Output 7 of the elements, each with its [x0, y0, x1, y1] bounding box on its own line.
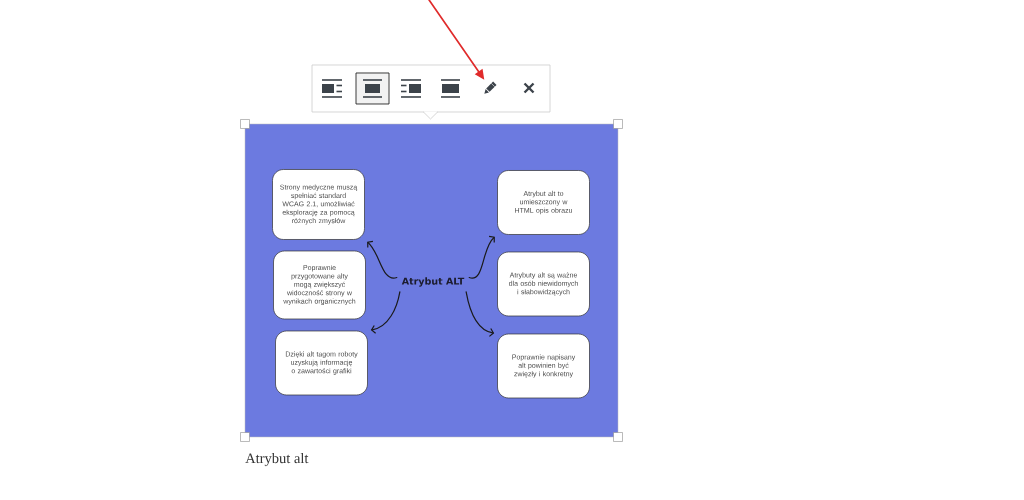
curved-arrow	[468, 235, 495, 279]
curved-arrow	[367, 240, 398, 279]
title-text: Atrybut ALT	[401, 277, 465, 287]
caption: Atrybut alt	[245, 452, 309, 467]
pencil-icon	[484, 81, 497, 94]
curved-arrow	[370, 291, 401, 334]
curved-arrow	[465, 291, 495, 337]
